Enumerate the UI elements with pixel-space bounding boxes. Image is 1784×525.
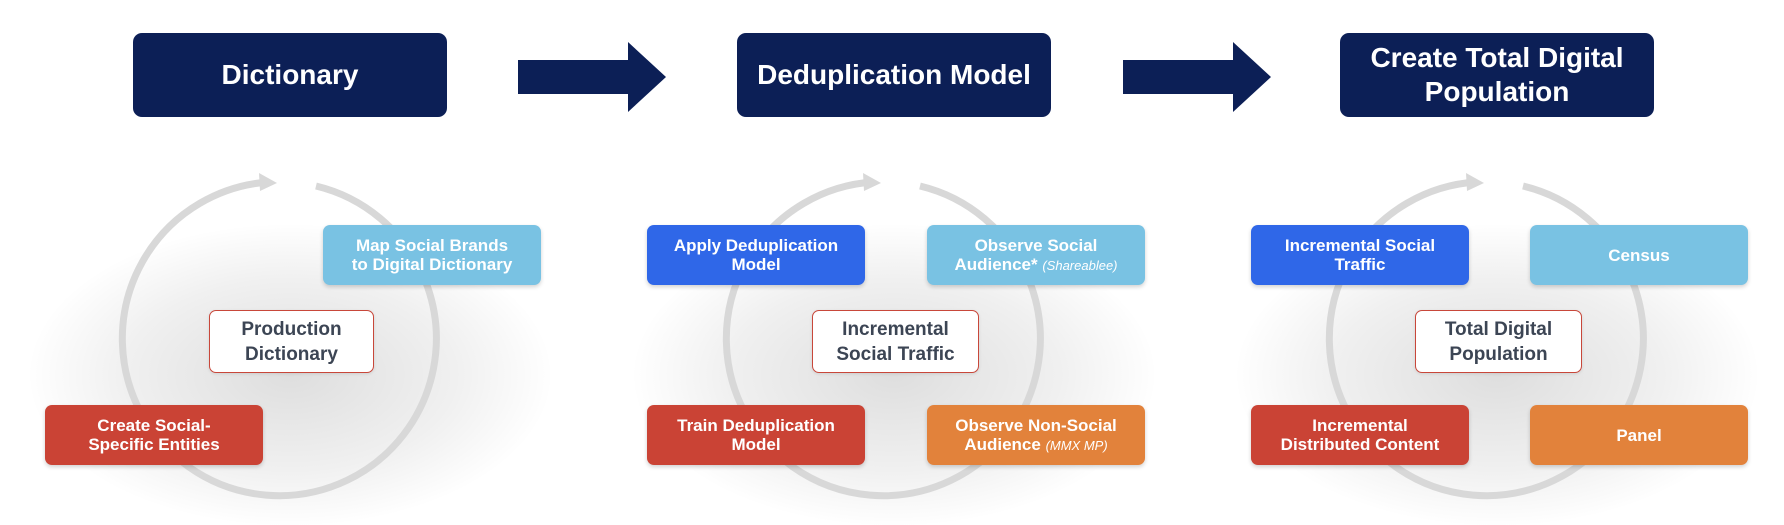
deduplication-cycle: Apply Deduplication Model Observe Social… (614, 165, 1174, 525)
box-label: Observe Non-Social Audience (MMX MP) (955, 416, 1117, 455)
incremental-distributed-content-box: Incremental Distributed Content (1251, 405, 1469, 465)
step-deduplication-header: Deduplication Model (737, 33, 1051, 117)
observe-social-audience-box: Observe Social Audience* (Shareablee) (927, 225, 1145, 285)
create-social-entities-box: Create Social- Specific Entities (45, 405, 263, 465)
box-label: Train Deduplication Model (677, 416, 835, 454)
dictionary-cycle: Map Social Brands to Digital Dictionary … (10, 165, 570, 525)
box-label: Panel (1616, 425, 1662, 445)
arrow-right-icon (518, 42, 666, 112)
box-label: Apply Deduplication Model (673, 236, 839, 274)
train-deduplication-box: Train Deduplication Model (647, 405, 865, 465)
incremental-social-traffic-box: Incremental Social Traffic (1251, 225, 1469, 285)
box-label: Map Social Brands to Digital Dictionary (351, 236, 513, 274)
box-label: Observe Social Audience* (Shareablee) (954, 236, 1117, 275)
cycle-center-label: Incremental Social Traffic (812, 310, 979, 373)
apply-deduplication-box: Apply Deduplication Model (647, 225, 865, 285)
map-social-brands-box: Map Social Brands to Digital Dictionary (323, 225, 541, 285)
arrow-right-icon (1123, 42, 1271, 112)
panel-box: Panel (1530, 405, 1748, 465)
step-dictionary-header: Dictionary (133, 33, 447, 117)
cycle-center-label: Production Dictionary (209, 310, 374, 373)
observe-non-social-box: Observe Non-Social Audience (MMX MP) (927, 405, 1145, 465)
box-note: (Shareablee) (1042, 257, 1118, 273)
box-note: (MMX MP) (1045, 437, 1108, 453)
step-total-population-header: Create Total Digital Population (1340, 33, 1654, 117)
cycle-center-label: Total Digital Population (1415, 310, 1582, 373)
box-label-main: Observe Social Audience* (954, 235, 1098, 274)
total-population-cycle: Incremental Social Traffic Census Total … (1217, 165, 1777, 525)
box-label: Incremental Distributed Content (1280, 416, 1440, 454)
box-label: Census (1608, 245, 1670, 265)
box-label-main: Observe Non-Social Audience (955, 415, 1117, 454)
box-label: Create Social- Specific Entities (88, 416, 220, 454)
census-box: Census (1530, 225, 1748, 285)
box-label: Incremental Social Traffic (1284, 236, 1436, 274)
